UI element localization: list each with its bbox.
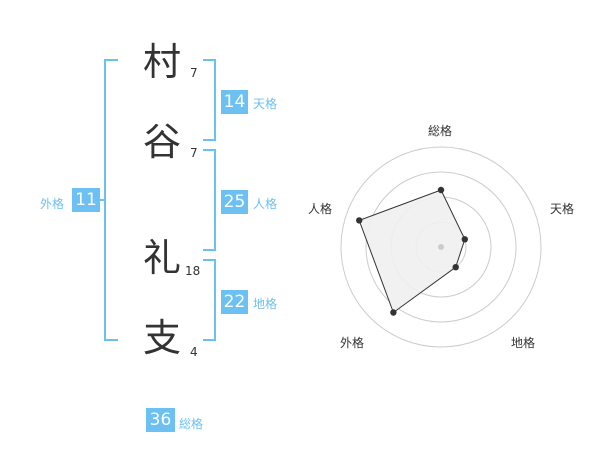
name-char-4: 支	[142, 316, 181, 360]
radar-label-jinkaku: 人格	[308, 202, 333, 216]
radar-ring-4	[340, 146, 542, 348]
name-char-2: 谷	[142, 120, 181, 164]
name-char-1: 村	[142, 40, 181, 84]
name-char-3: 礼	[142, 236, 181, 280]
radar-point-4	[390, 309, 397, 316]
radar-label-soukaku: 総格	[428, 124, 453, 138]
radar-ring-3	[365, 171, 517, 323]
chikaku-value: 22	[221, 290, 248, 314]
gaikaku-value: 11	[72, 188, 100, 212]
stroke-count-3: 18	[185, 264, 201, 278]
jinkaku-value: 25	[221, 190, 248, 214]
stroke-count-1: 7	[190, 66, 198, 80]
tenkaku-bracket	[203, 59, 216, 141]
radar-chart	[340, 146, 542, 348]
radar-point-2	[461, 236, 468, 243]
chikaku-bracket	[203, 259, 216, 341]
stroke-count-4: 4	[190, 345, 198, 359]
gaikaku-label: 外格	[40, 197, 65, 211]
radar-label-gaikaku: 外格	[340, 336, 365, 350]
soukaku-value: 36	[146, 408, 175, 432]
radar-point-1	[437, 186, 445, 194]
radar-point-3	[452, 264, 459, 271]
stroke-count-2: 7	[190, 146, 198, 160]
radar-point-5	[356, 217, 363, 224]
jinkaku-label: 人格	[253, 197, 278, 211]
radar-polygon	[358, 189, 466, 314]
gaikaku-bracket	[104, 59, 118, 341]
tenkaku-label: 天格	[253, 97, 278, 111]
radar-label-tenkaku: 天格	[550, 202, 575, 216]
jinkaku-bracket	[203, 149, 216, 251]
radar-label-chikaku: 地格	[511, 336, 536, 350]
soukaku-label: 総格	[179, 417, 204, 431]
tenkaku-value: 14	[221, 90, 248, 114]
radar-center-dot	[438, 244, 444, 250]
chikaku-label: 地格	[253, 297, 278, 311]
